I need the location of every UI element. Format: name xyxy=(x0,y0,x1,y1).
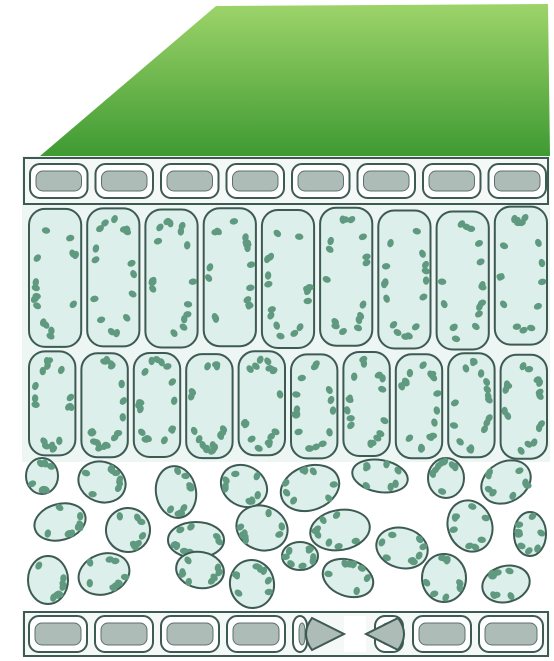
epidermis-vacuole xyxy=(36,171,82,191)
stoma xyxy=(306,616,404,652)
epidermis-vacuole xyxy=(364,171,410,191)
epidermis-vacuole xyxy=(35,623,81,645)
palisade-cell xyxy=(87,208,139,346)
epidermis-vacuole xyxy=(167,171,213,191)
stoma-pore xyxy=(344,616,366,652)
leaf-surface xyxy=(40,4,550,156)
palisade-cell xyxy=(239,351,285,455)
epidermis-vacuole xyxy=(485,623,537,645)
palisade-cell xyxy=(29,209,81,347)
lower-epidermis xyxy=(24,612,548,656)
chloroplast xyxy=(119,380,125,388)
palisade-cell xyxy=(501,355,547,459)
epidermis-vacuole xyxy=(298,171,344,191)
epidermis-vacuole xyxy=(102,171,148,191)
palisade-layer-1 xyxy=(29,207,547,350)
epidermis-vacuole xyxy=(419,623,465,645)
epidermis-vacuole xyxy=(101,623,147,645)
palisade-cell xyxy=(81,353,127,457)
epidermis-vacuole xyxy=(495,171,541,191)
epidermis-vacuole xyxy=(299,623,305,645)
epidermis-vacuole xyxy=(429,171,475,191)
epidermis-vacuole xyxy=(167,623,213,645)
epidermis-vacuole xyxy=(233,623,279,645)
chloroplast xyxy=(56,437,62,445)
epidermis-vacuole xyxy=(233,171,279,191)
upper-epidermis xyxy=(24,158,548,204)
palisade-cell xyxy=(186,354,232,458)
palisade-cell xyxy=(343,352,389,456)
chloroplast xyxy=(310,553,316,561)
palisade-cell xyxy=(396,354,442,458)
